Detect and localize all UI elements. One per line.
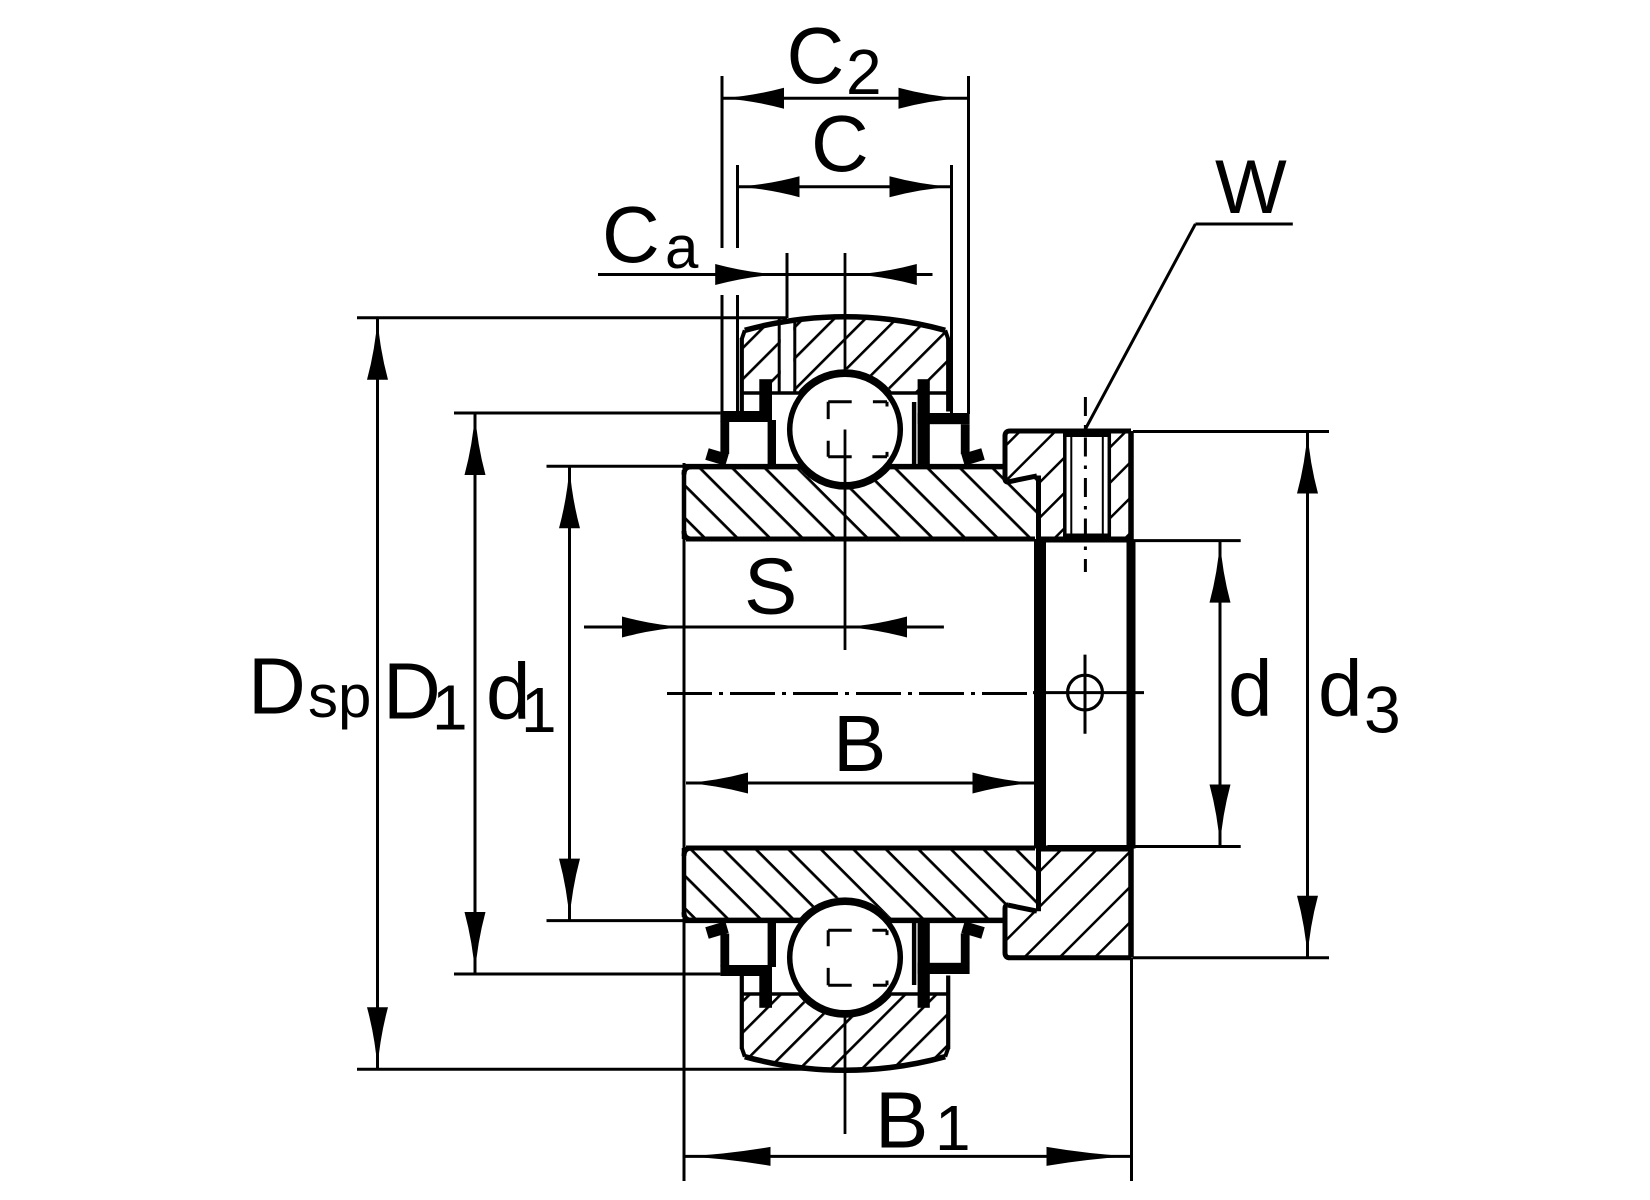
svg-text:a: a bbox=[665, 214, 699, 281]
svg-text:1: 1 bbox=[432, 672, 468, 744]
svg-text:C: C bbox=[787, 11, 845, 100]
svg-text:S: S bbox=[744, 542, 797, 631]
svg-text:d: d bbox=[1228, 644, 1273, 733]
svg-text:B: B bbox=[875, 1075, 928, 1164]
svg-text:C: C bbox=[602, 190, 660, 279]
svg-text:sp: sp bbox=[308, 663, 371, 730]
svg-text:B: B bbox=[833, 699, 886, 788]
svg-text:D: D bbox=[248, 641, 306, 730]
svg-text:d: d bbox=[1318, 644, 1363, 733]
svg-text:C: C bbox=[811, 99, 869, 188]
svg-text:1: 1 bbox=[935, 1092, 971, 1164]
svg-text:D: D bbox=[383, 647, 441, 736]
svg-text:W: W bbox=[1215, 145, 1287, 230]
svg-text:2: 2 bbox=[846, 36, 882, 108]
svg-text:d: d bbox=[486, 647, 531, 736]
svg-text:1: 1 bbox=[521, 674, 557, 746]
svg-text:3: 3 bbox=[1364, 673, 1401, 747]
